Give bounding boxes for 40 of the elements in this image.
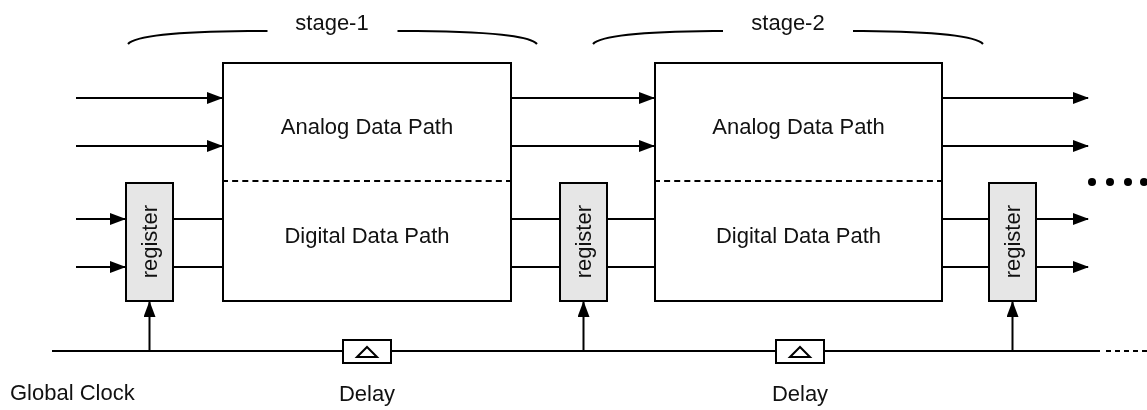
- register-box: [559, 182, 608, 302]
- stage-label: stage-1: [295, 10, 369, 36]
- data-path-block: [654, 182, 943, 302]
- connector: [51, 350, 343, 352]
- register-label: register: [136, 205, 163, 279]
- connector: [511, 92, 655, 104]
- connector: [607, 266, 655, 268]
- connector: [173, 218, 223, 220]
- connector: [75, 261, 126, 273]
- connector: [607, 218, 655, 220]
- connector: [173, 266, 223, 268]
- connector: [511, 266, 560, 268]
- connector: [511, 140, 655, 152]
- block-label: Analog Data Path: [712, 114, 885, 140]
- delay-label: Delay: [337, 381, 397, 407]
- connector: [143, 301, 156, 352]
- connector: [942, 266, 989, 268]
- register-box: [125, 182, 174, 302]
- block-label: Analog Data Path: [280, 114, 454, 140]
- connector: [1036, 213, 1089, 225]
- connector: [75, 213, 126, 225]
- register-label: register: [999, 205, 1026, 279]
- connector: [75, 92, 223, 104]
- connector: [75, 140, 223, 152]
- data-path-block: [654, 62, 943, 182]
- block-label: Digital Data Path: [284, 223, 450, 249]
- connector: [942, 92, 1089, 104]
- connector: [824, 350, 1101, 352]
- clock-label: Global Clock: [10, 380, 135, 406]
- connector: [1036, 261, 1089, 273]
- connector: [511, 218, 560, 220]
- delay-label: Delay: [770, 381, 830, 407]
- register-box: [988, 182, 1037, 302]
- register-label: register: [570, 205, 597, 279]
- stage-label: stage-2: [751, 10, 825, 36]
- data-path-block: [222, 182, 512, 302]
- data-path-block: [222, 62, 512, 182]
- block-label: Digital Data Path: [715, 223, 882, 249]
- connector: [942, 140, 1089, 152]
- connector: [942, 218, 989, 220]
